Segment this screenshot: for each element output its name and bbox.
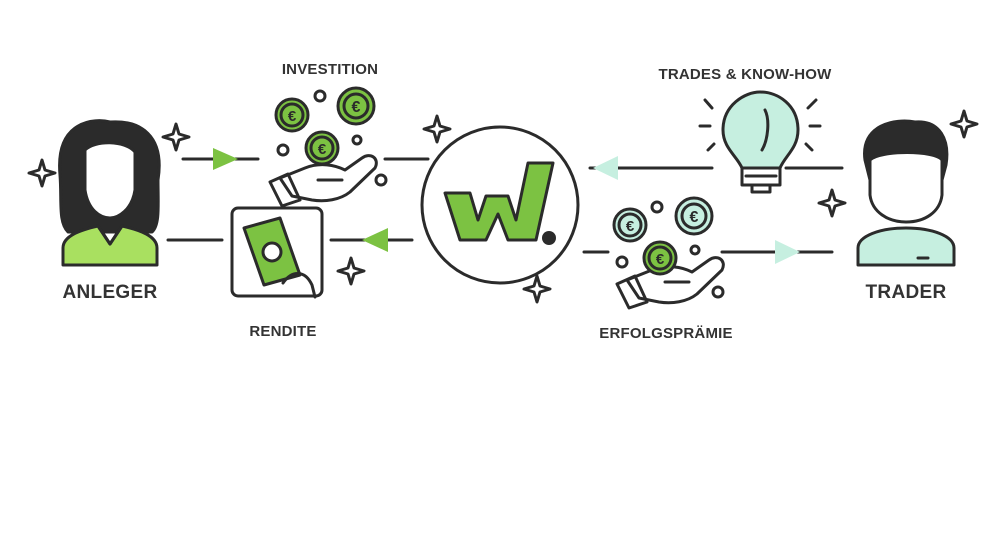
- euro-coin-icon: [642, 240, 678, 276]
- sparkle-icon: [27, 158, 57, 188]
- label-investor: ANLEGER: [62, 282, 158, 303]
- euro-symbol: €: [656, 251, 665, 268]
- sparkle-icon: [522, 274, 552, 304]
- logo-circle: [420, 125, 580, 285]
- euro-coin-icon: [274, 97, 310, 133]
- sparkle-icon: [817, 188, 847, 218]
- investor-figure: [58, 119, 161, 267]
- euro-coin-icon: [336, 86, 376, 126]
- cash-card-icon: [230, 206, 324, 299]
- label-investment: INVESTITION: [281, 61, 379, 78]
- euro-symbol: €: [318, 141, 327, 158]
- euro-symbol: €: [352, 99, 361, 116]
- label-return: RENDITE: [249, 323, 317, 340]
- trader-figure: [856, 119, 956, 267]
- label-trader: TRADER: [865, 282, 947, 303]
- arrow-investment: [213, 148, 238, 170]
- euro-symbol: €: [626, 218, 635, 235]
- label-trades: TRADES & KNOW-HOW: [658, 66, 832, 83]
- euro-symbol: €: [288, 108, 297, 125]
- euro-coin-icon: [674, 196, 714, 236]
- euro-coin-icon: [304, 130, 340, 166]
- arrow-bonus: [775, 240, 800, 264]
- arrow-trades: [593, 156, 618, 180]
- sparkle-icon: [949, 109, 979, 139]
- lightbulb-icon: [698, 90, 822, 194]
- euro-symbol: €: [690, 209, 699, 226]
- arrow-return: [362, 228, 388, 252]
- label-bonus: ERFOLGSPRÄMIE: [599, 325, 733, 342]
- sparkle-icon: [336, 256, 366, 286]
- sparkle-icon: [161, 122, 191, 152]
- sparkle-icon: [422, 114, 452, 144]
- euro-coin-icon: [612, 207, 648, 243]
